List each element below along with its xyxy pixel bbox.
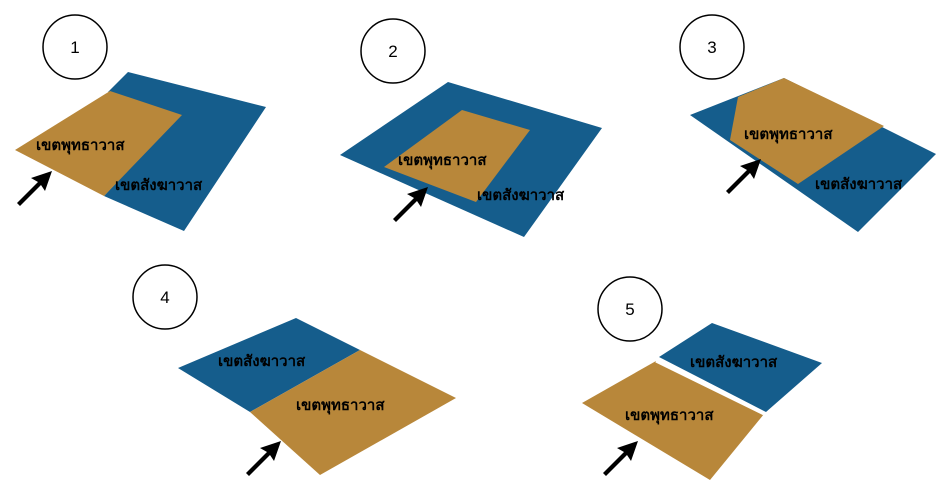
buddhawas-label-3: เขตพุทธาวาส	[744, 125, 833, 144]
number-label-1: 1	[70, 38, 79, 57]
buddhawas-zone-2	[384, 110, 530, 202]
arrow-icon-1	[17, 171, 52, 206]
diagram-1: 1 เขตพุทธาวาส เขตสังฆาวาส	[15, 14, 266, 231]
diagram-2: 2 เขตพุทธาวาส เขตสังฆาวาส	[340, 18, 602, 237]
buddhawas-label-4: เขตพุทธาวาส	[296, 396, 385, 415]
buddhawas-zone-5	[582, 361, 764, 480]
sanghawas-zone-1	[104, 72, 266, 231]
buddhawas-label-1: เขตพุทธาวาส	[36, 136, 125, 155]
number-label-5: 5	[625, 300, 634, 319]
diagram-3: 3 เขตพุทธาวาส เขตสังฆาวาส	[679, 14, 936, 232]
sanghawas-label-2: เขตสังฆาวาส	[477, 186, 565, 204]
number-label-3: 3	[707, 38, 716, 57]
buddhawas-zone-3	[730, 78, 884, 184]
diagram-4: 4 เขตสังฆาวาส เขตพุทธาวาส	[132, 264, 456, 476]
number-label-4: 4	[160, 288, 169, 307]
arrow-icon-5	[603, 441, 638, 476]
buddhawas-zone-1	[15, 91, 182, 196]
arrow-icon-3	[726, 159, 761, 194]
sanghawas-zone-5	[659, 323, 822, 412]
sanghawas-label-3: เขตสังฆาวาส	[815, 175, 903, 193]
number-circle-5	[597, 276, 663, 342]
sanghawas-label-4: เขตสังฆาวาส	[218, 352, 306, 370]
number-circle-3	[679, 14, 745, 80]
number-circle-2	[360, 18, 426, 84]
arrow-icon-2	[393, 187, 428, 222]
zone-divider-5	[655, 359, 765, 416]
number-circle-4	[132, 264, 198, 330]
number-circle-1	[42, 14, 108, 80]
number-label-2: 2	[388, 42, 397, 61]
sanghawas-zone-4	[178, 318, 360, 412]
arrow-icon-4	[246, 441, 281, 476]
sanghawas-label-1: เขตสังฆาวาส	[115, 176, 203, 194]
diagram-5: 5 เขตสังฆาวาส เขตพุทธาวาส	[582, 276, 822, 480]
buddhawas-label-2: เขตพุทธาวาส	[398, 151, 487, 170]
buddhawas-label-5: เขตพุทธาวาส	[625, 406, 714, 425]
buddhawas-zone-4	[250, 350, 456, 475]
sanghawas-label-5: เขตสังฆาวาส	[690, 353, 778, 371]
